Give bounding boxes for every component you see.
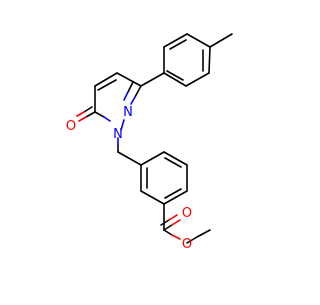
atom-label-o-carbonyl: O bbox=[182, 206, 192, 221]
bond-methyl bbox=[209, 33, 233, 48]
bond-tolyl-3 bbox=[163, 72, 187, 87]
bond-ester-o-methyl-a bbox=[186, 236, 198, 244]
atom-label-n1: N bbox=[113, 127, 123, 142]
bond-ch2-aryl bbox=[117, 151, 142, 166]
atom-label-n2: N bbox=[123, 105, 133, 120]
bond-benz-2 bbox=[163, 151, 188, 166]
bond-c6-n1-b bbox=[103, 116, 111, 122]
bond-benz-inner-2 bbox=[164, 188, 182, 199]
bond-c6-o-inner-b bbox=[76, 111, 85, 117]
oxygen-bonds bbox=[76, 106, 181, 240]
bond-benz-1 bbox=[140, 151, 165, 166]
bond-c6-o-b bbox=[78, 116, 87, 122]
bond-biaryl bbox=[140, 72, 165, 87]
atom-label-o-ketone: O bbox=[66, 119, 76, 134]
bond-n2-n1 bbox=[120, 119, 125, 131]
bond-c3-n2-inner-a bbox=[127, 81, 134, 93]
atom-label-o-ester: O bbox=[182, 237, 192, 252]
molecule-drawing: N N O O O bbox=[66, 33, 233, 252]
bond-ester-oc-b bbox=[171, 234, 181, 240]
bond-c6-o-a bbox=[85, 111, 96, 118]
bond-tolyl-5 bbox=[163, 33, 188, 48]
bond-tolyl-2 bbox=[185, 72, 210, 87]
bond-benz-4 bbox=[163, 190, 188, 205]
bond-tolyl-inner-2 bbox=[166, 70, 184, 81]
bond-c3-n2-b bbox=[130, 96, 136, 105]
bond-tolyl-inner-3 bbox=[169, 39, 187, 50]
carbon-bonds bbox=[94, 33, 233, 244]
bond-c3-n2-a bbox=[134, 85, 142, 98]
bond-tolyl-6 bbox=[186, 33, 211, 48]
bond-c4-c5 bbox=[94, 72, 118, 87]
bond-c3-c4 bbox=[116, 72, 142, 87]
bond-ester-co-inner-a bbox=[160, 219, 170, 226]
bond-ester-co-b bbox=[171, 219, 181, 226]
structure-svg: N N O O O bbox=[66, 33, 233, 252]
bond-c6-o-inner-a bbox=[83, 106, 93, 113]
bond-c6-n1-a bbox=[94, 111, 105, 118]
bond-ester-co-inner-b bbox=[168, 214, 178, 221]
bond-benz-inner-1 bbox=[164, 157, 182, 168]
bond-c4-c5-inner bbox=[97, 79, 117, 91]
bond-ester-co-a bbox=[163, 224, 173, 231]
bond-ester-oc-a bbox=[163, 229, 173, 236]
nitrogen-bonds bbox=[94, 81, 142, 153]
bond-ester-o-methyl-b bbox=[196, 229, 211, 238]
bond-tolyl-1 bbox=[208, 46, 211, 74]
bond-benz-5 bbox=[140, 190, 165, 205]
bond-c3-n2-inner-b bbox=[123, 91, 129, 101]
